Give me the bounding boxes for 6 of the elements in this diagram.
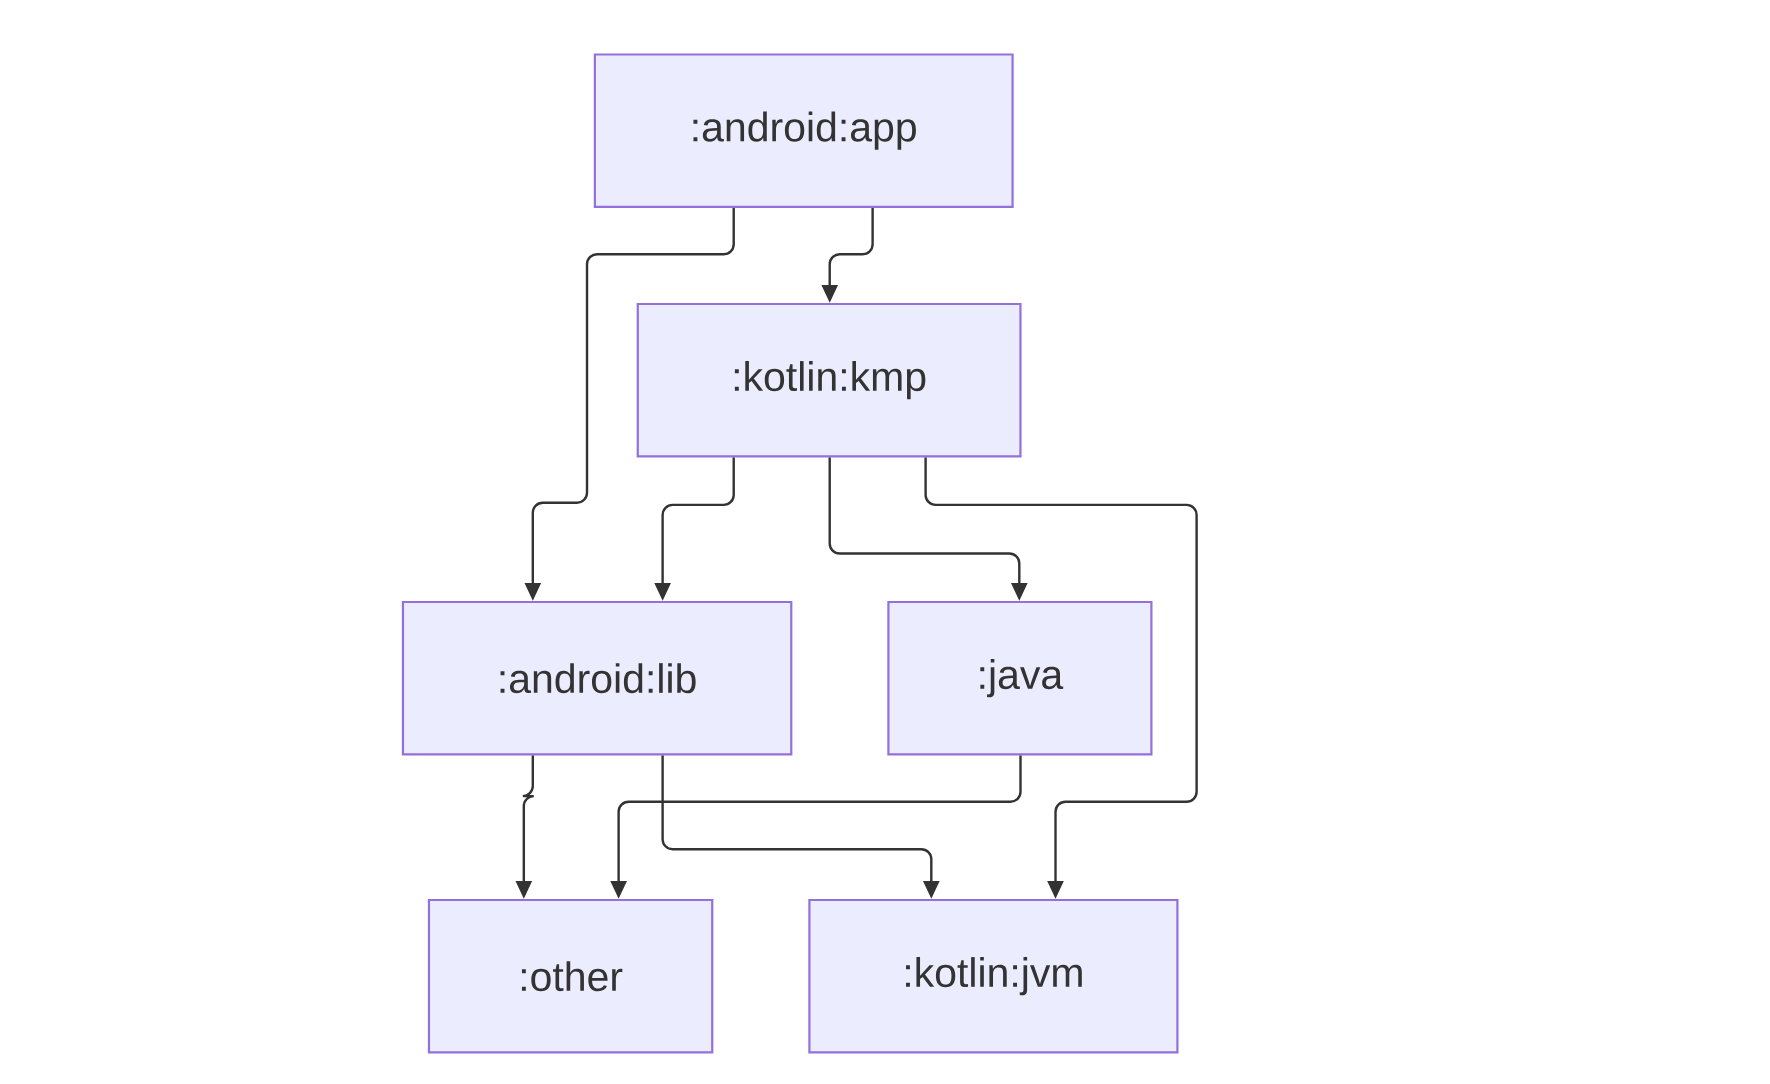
module-box: :java <box>887 600 1153 756</box>
module-box: :android:app <box>593 53 1014 208</box>
module-box: :android:lib <box>401 600 793 756</box>
module-box: :kotlin:jvm <box>808 898 1179 1054</box>
module-box: :other <box>427 898 714 1054</box>
module-box: :kotlin:kmp <box>636 302 1022 458</box>
